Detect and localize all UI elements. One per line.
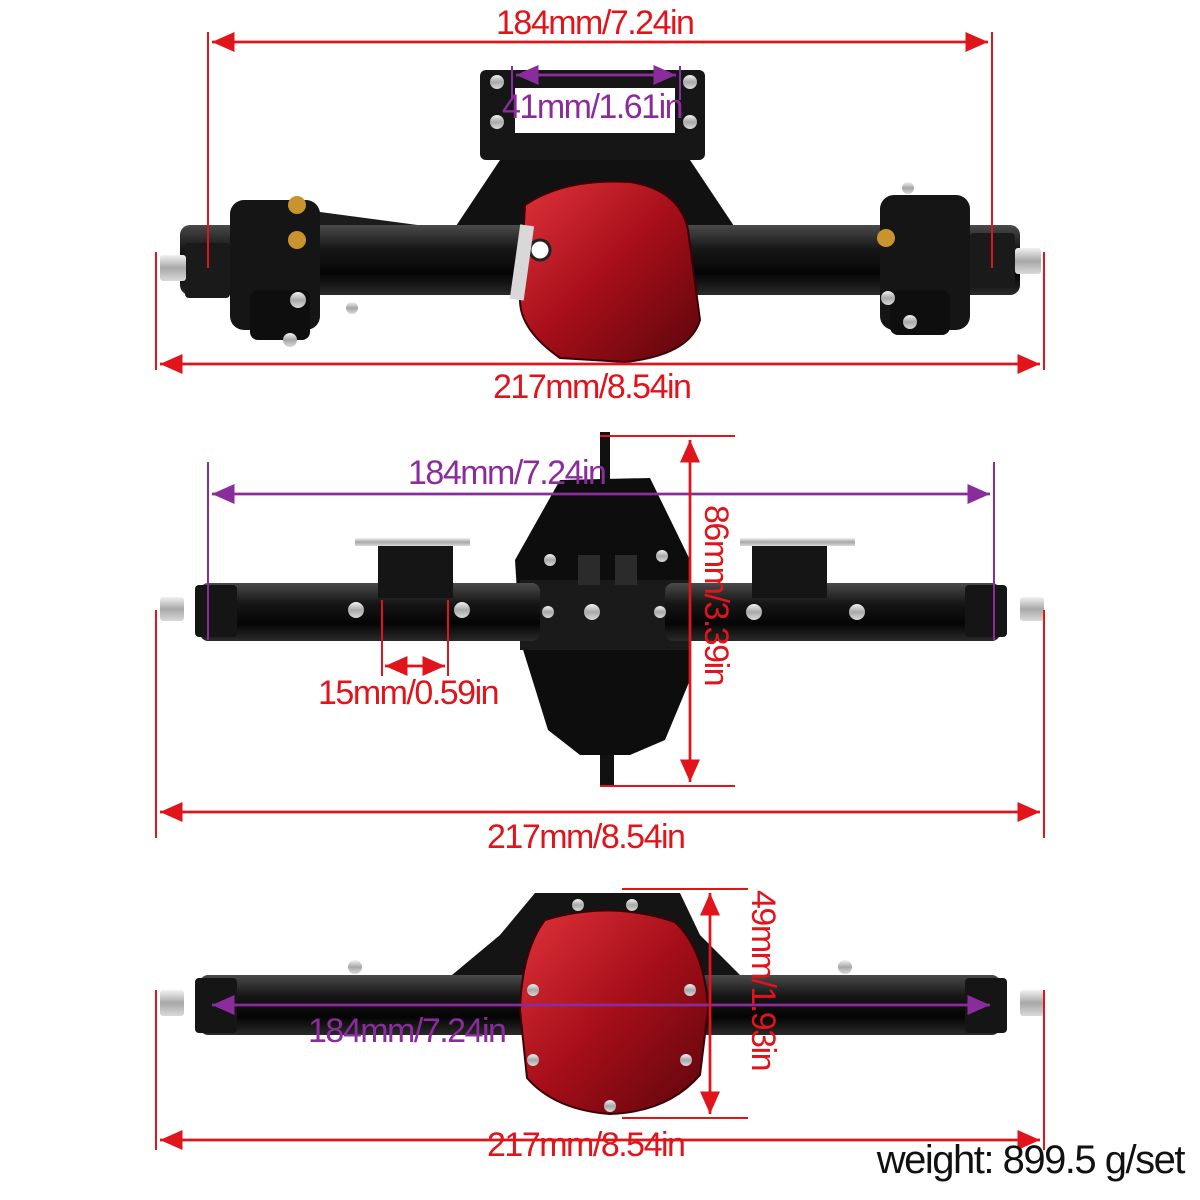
top-view-dimensions [155, 32, 1045, 374]
front-view-dimensions [155, 888, 1045, 1150]
axle-top-view [160, 70, 1041, 364]
front-total-width-label: 217mm/8.54in [487, 1126, 686, 1164]
weight-label: weight: 899.5 g/set [876, 1138, 1186, 1182]
top-mount-width-label: 41mm/1.61in [502, 88, 684, 126]
rear-total-width-label: 217mm/8.54in [487, 818, 686, 856]
top-overall-width-label: 184mm/7.24in [496, 4, 695, 42]
rear-mount-width-label: 15mm/0.59in [318, 674, 500, 712]
axle-front-view [160, 893, 1044, 1116]
front-axle-width-label: 184mm/7.24in [308, 1012, 507, 1050]
front-height-label: 49mm/1.93in [744, 890, 782, 1071]
rear-view-dimensions [155, 435, 1045, 838]
rear-height-label: 86mm/3.39in [697, 505, 735, 686]
rear-axle-width-label: 184mm/7.24in [408, 454, 607, 492]
axle-rear-view [160, 432, 1044, 787]
top-total-width-label: 217mm/8.54in [493, 368, 692, 406]
